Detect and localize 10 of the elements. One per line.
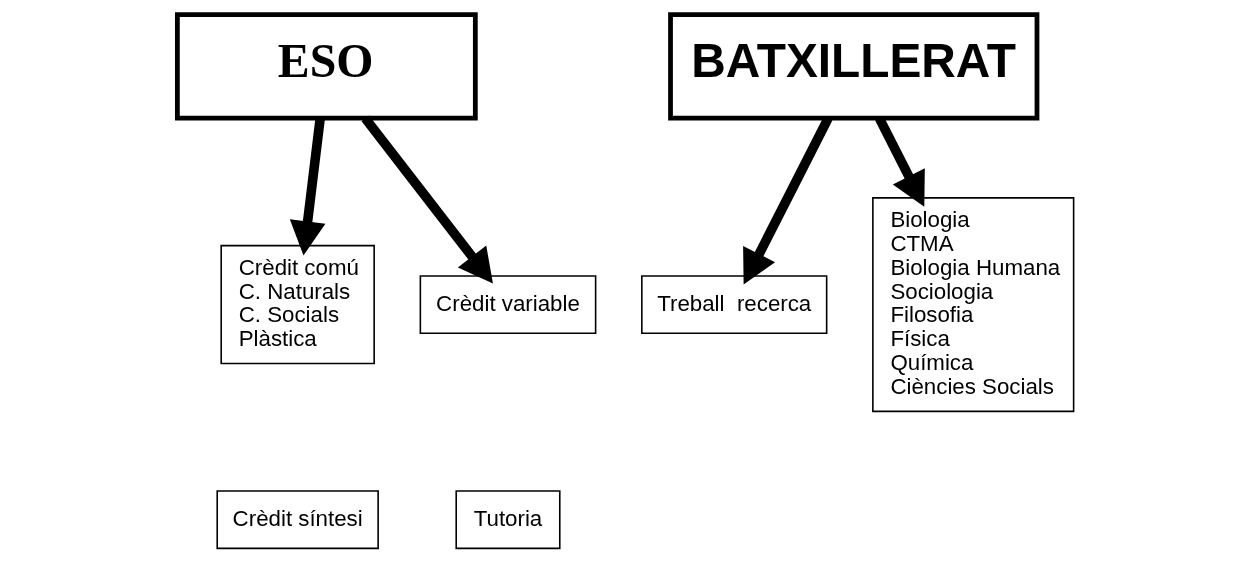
- node-box: Biologia CTMA Biologia Humana Sociologia Filosofia Física Química Ciències Socials: [871, 197, 1074, 413]
- node-box: ESO: [174, 12, 478, 121]
- node-box: Treball recerca: [640, 275, 827, 335]
- node-box: BATXILLERAT: [667, 12, 1039, 121]
- node-box: Tutoria: [454, 490, 561, 550]
- node-box: Crèdit comú C. Naturals C. Socials Plàstica: [219, 244, 375, 365]
- node-box: Crèdit síntesi: [215, 490, 379, 550]
- node-box: Crèdit variable: [419, 275, 596, 335]
- arrow: [289, 117, 325, 256]
- arrow: [361, 115, 493, 284]
